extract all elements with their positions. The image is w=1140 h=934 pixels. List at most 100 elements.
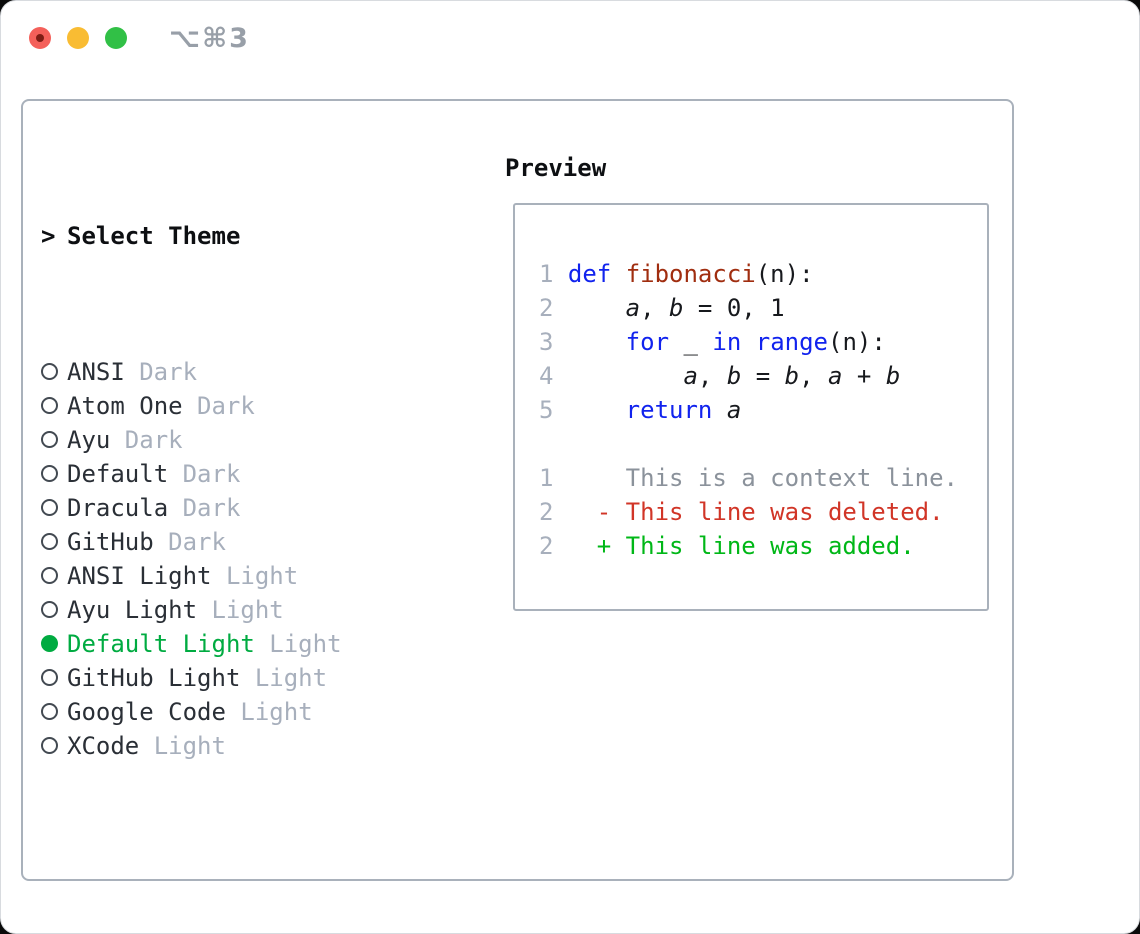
code-segment: b: [784, 362, 800, 390]
code-segment: = 0, 1: [683, 294, 785, 322]
code-segment: [568, 362, 684, 390]
option-label: Default Light: [67, 630, 255, 658]
theme-option-google-code[interactable]: Google Code Light: [41, 695, 491, 729]
select-theme-title: Select Theme: [67, 222, 241, 250]
code-segment: _: [669, 328, 713, 356]
theme-option-ayu-light[interactable]: Ayu Light Light: [41, 593, 491, 627]
code-segment: def: [567, 260, 612, 288]
option-tag: Dark: [197, 392, 255, 420]
theme-option-default[interactable]: Default Dark: [41, 457, 491, 491]
code-segment: fibonacci: [625, 260, 756, 288]
radio-icon: [41, 737, 58, 754]
option-label: ANSI: [67, 358, 125, 386]
option-tag: Light: [269, 630, 342, 658]
line-number: 3: [539, 328, 554, 356]
code-segment: (n):: [828, 328, 886, 356]
prompt-caret-icon: >: [41, 222, 56, 250]
code-segment: a: [683, 362, 698, 390]
code-line: 4 a, b = b, a + b: [539, 359, 987, 393]
option-label: Ayu Light: [67, 596, 198, 624]
option-label: Default: [67, 460, 169, 488]
close-button[interactable]: [29, 27, 51, 49]
blank-line: [539, 427, 987, 461]
radio-icon: [41, 465, 58, 482]
radio-icon: [41, 533, 58, 550]
theme-option-default-light[interactable]: Default Light Light: [41, 627, 491, 661]
code-line: 2 + This line was added.: [539, 529, 987, 563]
code-segment: ,: [640, 294, 670, 322]
theme-option-github[interactable]: GitHub Dark: [41, 525, 491, 559]
code-segment: ,: [697, 362, 727, 390]
code-segment: [568, 294, 626, 322]
option-tag: Dark: [182, 494, 241, 522]
code-segment: [741, 328, 755, 356]
option-tag: Dark: [139, 358, 198, 386]
radio-icon: [41, 703, 58, 720]
code-segment: a: [726, 396, 742, 424]
code-segment: + This line was added.: [567, 532, 915, 560]
line-number: 4: [539, 362, 554, 390]
radio-icon: [41, 499, 58, 516]
code-segment: [611, 260, 625, 288]
radio-icon: [41, 669, 58, 686]
theme-option-ansi-light[interactable]: ANSI Light Light: [41, 559, 491, 593]
radio-icon: [41, 567, 58, 584]
zoom-button[interactable]: [105, 27, 127, 49]
record-dot-icon: [36, 34, 44, 42]
code-line: 1 This is a context line.: [539, 461, 987, 495]
theme-option-ayu[interactable]: Ayu Dark: [41, 423, 491, 457]
code-segment: range: [755, 328, 828, 356]
option-label: GitHub Light: [67, 664, 241, 692]
option-tag: Dark: [124, 426, 183, 454]
code-segment: ,: [799, 362, 828, 390]
window-title: ⌥⌘3: [169, 23, 250, 54]
option-label: XCode: [67, 732, 140, 760]
line-number: 2: [539, 294, 554, 322]
option-tag: Light: [254, 664, 328, 692]
spacer: [41, 865, 491, 899]
code-segment: [568, 328, 626, 356]
minimize-button[interactable]: [67, 27, 89, 49]
code-segment: - This line was deleted.: [567, 498, 944, 526]
option-label: ANSI Light: [67, 562, 212, 590]
theme-option-ansi[interactable]: ANSI Dark: [41, 355, 491, 389]
code-segment: [568, 396, 626, 424]
radio-icon: [41, 431, 58, 448]
radio-icon: [41, 601, 58, 618]
option-tag: Light: [211, 596, 284, 624]
radio-icon: [41, 397, 58, 414]
code-segment: a: [828, 362, 843, 390]
code-segment: in: [712, 328, 742, 356]
code-segment: +: [842, 362, 886, 390]
option-label: Ayu: [67, 426, 111, 454]
code-segment: a: [625, 294, 641, 322]
code-line: 2 - This line was deleted.: [539, 495, 987, 529]
code-segment: This is a context line.: [567, 464, 959, 492]
option-label: Google Code: [67, 698, 226, 726]
line-number: 2: [539, 532, 554, 560]
line-number: 5: [539, 396, 554, 424]
code-segment: for: [625, 328, 670, 356]
option-tag: Light: [225, 562, 299, 590]
option-tag: Light: [240, 698, 313, 726]
code-segment: (n):: [755, 260, 814, 288]
option-label: GitHub: [67, 528, 154, 556]
code-segment: [712, 396, 726, 424]
code-line: 2 a, b = 0, 1: [539, 291, 987, 325]
code-segment: b: [885, 362, 901, 390]
code-segment: b: [726, 362, 742, 390]
code-line: 3 for _ in range(n):: [539, 325, 987, 359]
radio-icon: [41, 363, 58, 380]
titlebar: ⌥⌘3: [1, 1, 1139, 75]
option-tag: Dark: [168, 528, 226, 556]
option-tag: Dark: [182, 460, 241, 488]
theme-option-github-light[interactable]: GitHub Light Light: [41, 661, 491, 695]
